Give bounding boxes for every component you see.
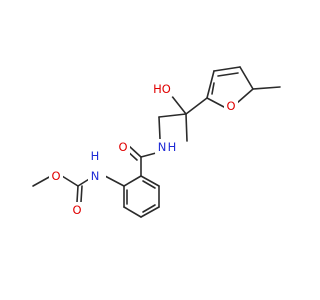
bond-ch2-n: [158, 116, 161, 140]
carbamate-oxygen-label: O: [72, 203, 81, 217]
ester-oxygen-bg: [49, 167, 63, 183]
bond-furan-c2-c3-inner: [217, 72, 239, 77]
molecule-diagram: HO O O N H H N O O: [32, 66, 281, 218]
bond-furan-o-c1: [206, 97, 225, 108]
amide-nitrogen-bg: [155, 139, 169, 155]
bond-furan-c1-c2: [206, 70, 215, 99]
bond-benzene-c6-c1: [140, 175, 160, 187]
bond-quat-hydroxyl: [170, 94, 187, 115]
bond-carbonyl-o-1: [128, 145, 142, 158]
furan-oxygen-label: O: [226, 99, 235, 113]
furan-oxygen-bg: [224, 98, 238, 114]
atom-label-layer: HO O O N H H N O O: [49, 81, 238, 218]
carbamate-nitrogen-label: N: [91, 169, 100, 183]
hydroxyl-label: HO: [153, 82, 171, 96]
bond-benzene-c3-c4: [123, 206, 142, 218]
amide-oxygen-label: O: [118, 140, 127, 154]
hydroxyl-label-bg: [151, 81, 173, 97]
ester-oxygen-label: O: [51, 169, 60, 183]
bond-layer: [32, 66, 281, 218]
bond-benzene-nh: [104, 175, 125, 187]
bond-benzene-inner-3: [142, 180, 156, 189]
bond-quat-methyl: [185, 113, 188, 142]
bond-furan-c3-c4: [239, 66, 254, 90]
amide-oxygen-bg: [116, 140, 130, 156]
carbamate-hydrogen-label: H: [91, 149, 100, 163]
carbamate-nitrogen-bg: [88, 167, 106, 193]
amide-hydrogen-label: H: [168, 140, 177, 154]
amide-nitrogen-label: N: [158, 140, 167, 154]
bond-benzene-inner-2: [142, 204, 156, 213]
bond-furan-c2-c3: [213, 66, 241, 72]
bond-furan-c4-o: [236, 88, 254, 104]
bond-benzene-c4-c5: [140, 206, 160, 218]
bond-quat-ch2: [158, 113, 187, 118]
structure-canvas: HO O O N H H N O O: [32, 66, 281, 218]
bond-furan-c1-c4-inner: [211, 82, 215, 95]
bond-carbamate-ester-o: [61, 175, 79, 187]
bond-furan-methyl: [252, 86, 281, 90]
bond-ester-methyl: [32, 175, 52, 187]
bond-n-carbonyl: [140, 152, 157, 158]
bond-carbamate-co: [76, 185, 79, 203]
bond-quat-furan: [185, 97, 208, 115]
bond-carbamate-co-2: [80, 185, 83, 203]
bond-benzene-c1-c2: [123, 175, 142, 187]
carbamate-oxygen-bg: [70, 202, 84, 218]
